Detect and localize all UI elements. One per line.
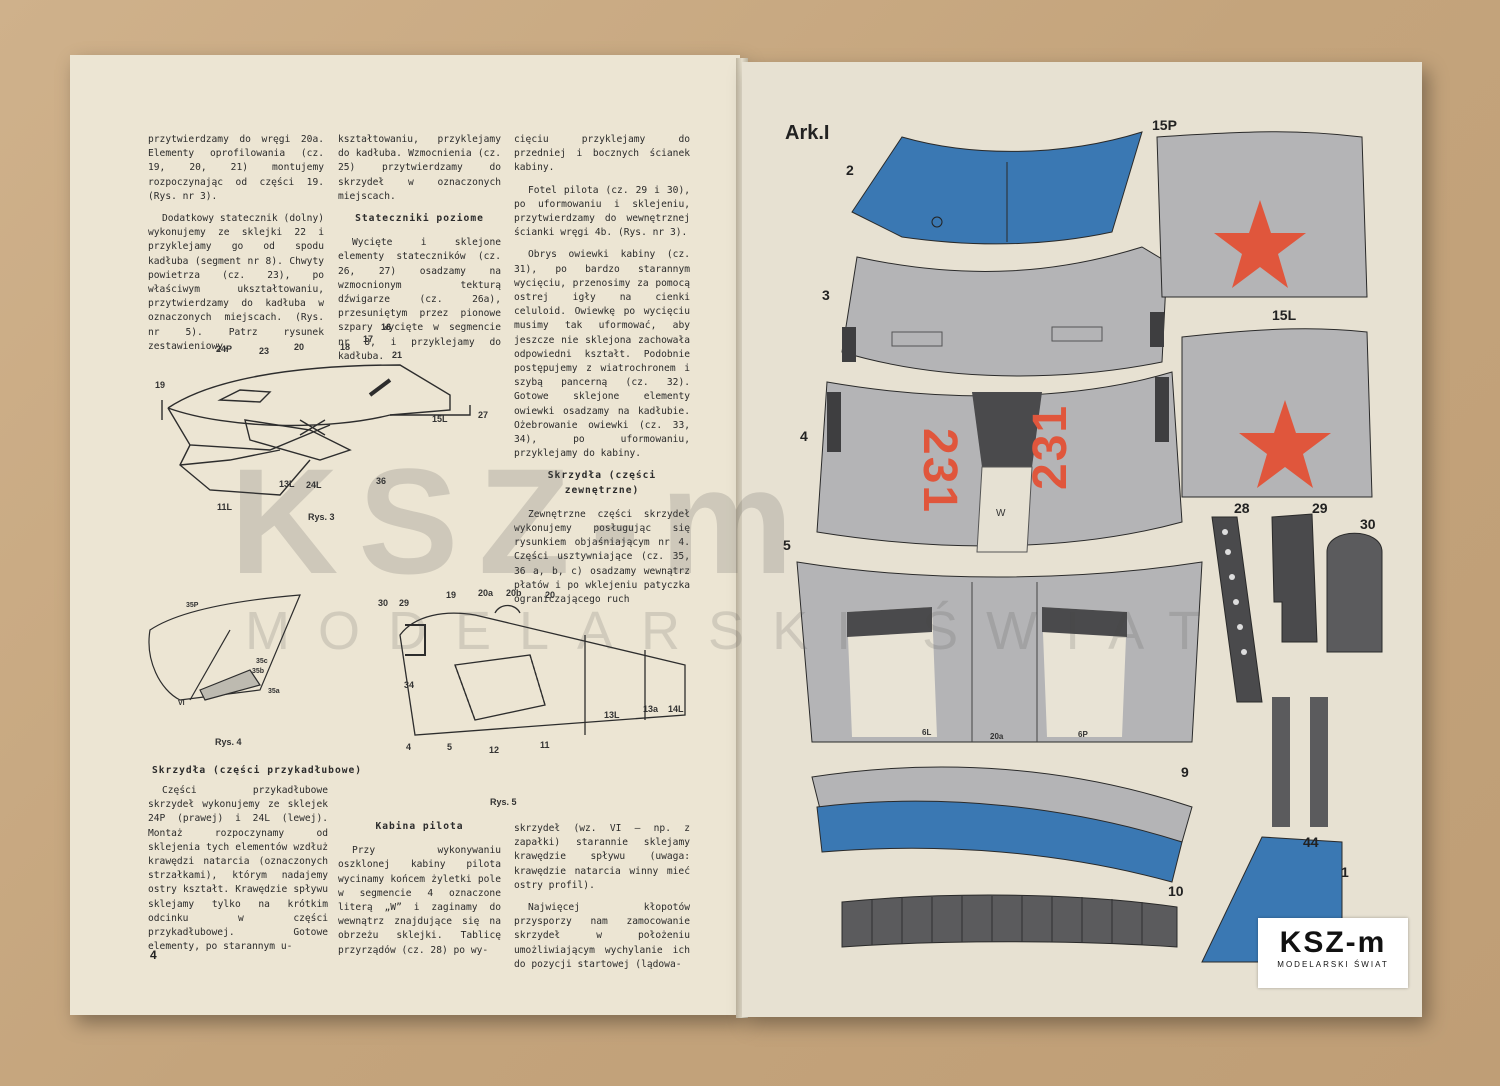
fig5-label: 12 — [489, 745, 500, 755]
part-44 — [1310, 697, 1328, 827]
fig3-label: 11L — [217, 502, 233, 512]
paragraph: Zewnętrzne części skrzydeł wykonujemy po… — [514, 508, 690, 606]
page-number: 4 — [150, 948, 157, 962]
cockpit-letter: W — [996, 508, 1006, 519]
paragraph: Wycięte i sklejone elementy stateczników… — [338, 237, 501, 362]
part-2 — [851, 131, 1143, 245]
fig3-label: 27 — [478, 410, 489, 420]
fig3-label: 19 — [155, 380, 166, 390]
part-10 — [841, 894, 1178, 948]
fig4-label: VI — [178, 700, 185, 707]
section-heading: Kabina pilota — [375, 821, 464, 832]
paragraph: Najwięcej kłopotów przysporzy nam zamoco… — [514, 902, 690, 970]
part-label: 29 — [1312, 500, 1328, 516]
figure-4-drawing — [148, 594, 301, 701]
part-label: 15P — [1152, 117, 1177, 133]
figure-3-caption: Rys. 3 — [308, 512, 335, 522]
small-mark: 6L — [922, 728, 932, 737]
left-text-column-3: cięciu przyklejamy do przedniej i boczny… — [514, 133, 690, 615]
part-label: 30 — [1360, 516, 1376, 532]
fig5-label: 20b — [506, 588, 522, 598]
fig5-label: 30 — [378, 598, 389, 608]
fig5-label: 13L — [604, 710, 620, 720]
part-label: 4 — [800, 428, 808, 444]
figure-3-drawing — [161, 364, 471, 496]
small-mark: 6P — [1078, 730, 1088, 739]
logo-subtitle: MODELARSKI ŚWIAT — [1277, 960, 1389, 969]
part-label: 1 — [1341, 864, 1349, 880]
paragraph: Części przykadłubowe skrzydeł wykonujemy… — [148, 785, 328, 953]
fig3-label: 15L — [432, 414, 448, 424]
part-29 — [1271, 513, 1318, 643]
part-30 — [1326, 532, 1383, 653]
fig3-label: 18 — [340, 342, 351, 352]
fig3-label: 24P — [216, 344, 233, 354]
part-label: 28 — [1234, 500, 1250, 516]
fig5-label: 19 — [446, 590, 457, 600]
paragraph: Przy wykonywaniu oszklonej kabiny pilota… — [338, 845, 501, 956]
section-heading-wings-inner: Skrzydła (części przykadłubowe) — [152, 765, 363, 776]
red-star-icon — [1239, 400, 1331, 488]
fig5-label: 5 — [447, 742, 453, 752]
paragraph: Dodatkowy statecznik (dolny) wykonujemy … — [148, 213, 324, 352]
fig5-label: 20a — [478, 588, 494, 598]
figure-5-caption: Rys. 5 — [490, 797, 517, 807]
fig4-label: 35P — [186, 602, 199, 609]
part-15L — [1181, 328, 1373, 498]
cutout-parts-sheet — [796, 131, 1383, 963]
sheet-label: Ark.I — [785, 122, 830, 144]
fig5-label: 34 — [404, 680, 415, 690]
tail-number: 231 — [913, 428, 966, 515]
fig3-label: 16 — [381, 322, 392, 332]
logo-text: KSZ-m — [1279, 926, 1387, 959]
paragraph: cięciu przyklejamy do przedniej i boczny… — [514, 134, 690, 174]
fig3-label: 20 — [294, 342, 305, 352]
left-bottom-column-3: skrzydeł (wz. VI — np. z zapałki) staran… — [514, 822, 690, 980]
fig3-label: 17 — [363, 334, 374, 344]
left-text-column-1: przytwierdzamy do wręgi 20a. Elementy op… — [148, 133, 324, 362]
paragraph: Obrys owiewki kabiny (cz. 31), po bardzo… — [514, 249, 690, 460]
paragraph: skrzydeł (wz. VI — np. z zapałki) staran… — [514, 823, 690, 891]
ksz-logo: KSZ-m MODELARSKI ŚWIAT — [1258, 918, 1408, 988]
fig5-label: 14L — [668, 704, 684, 714]
part-label: 15L — [1272, 307, 1297, 323]
left-bottom-column-1: Części przykadłubowe skrzydeł wykonujemy… — [148, 784, 328, 962]
left-page — [70, 55, 740, 1015]
fig3-label: 23 — [259, 346, 270, 356]
small-mark: 20a — [990, 732, 1004, 741]
tail-number: 231 — [1024, 403, 1077, 490]
red-star-icon — [1214, 200, 1306, 288]
fig5-label: 4 — [406, 742, 412, 752]
fig3-label: 21 — [392, 350, 403, 360]
fig5-label: 29 — [399, 598, 410, 608]
part-label: 9 — [1181, 764, 1189, 780]
fig5-label: 20 — [545, 590, 556, 600]
left-bottom-column-2: Kabina pilota Przy wykonywaniu oszklonej… — [338, 820, 501, 966]
fig5-label: 13a — [643, 704, 659, 714]
section-heading: Skrzydła (części zewnętrzne) — [547, 470, 657, 496]
part-28 — [1211, 516, 1263, 703]
fig4-label: 35b — [252, 668, 265, 675]
paragraph: przytwierdzamy do wręgi 20a. Elementy op… — [148, 134, 324, 202]
fig5-label: 11 — [540, 740, 550, 750]
fig4-label: 35c — [256, 658, 268, 665]
fig4-label: 35a — [268, 688, 280, 695]
paragraph: Fotel pilota (cz. 29 i 30), po uformowan… — [514, 184, 690, 239]
fig3-label: 24L — [306, 480, 322, 490]
fig3-label: 13L — [279, 479, 295, 489]
paragraph: kształtowaniu, przyklejamy do kadłuba. W… — [338, 134, 501, 202]
fig3-label: 36 — [376, 476, 387, 486]
figure-4-caption: Rys. 4 — [215, 737, 242, 747]
left-text-column-2: kształtowaniu, przyklejamy do kadłuba. W… — [338, 133, 501, 372]
part-label: 10 — [1168, 883, 1184, 899]
part-4-cockpit-dark — [972, 392, 1042, 467]
figure-5-drawing — [399, 604, 686, 736]
part-44 — [1272, 697, 1290, 827]
section-heading: Stateczniki poziome — [355, 213, 484, 225]
part-label: 2 — [846, 162, 854, 178]
part-3 — [841, 246, 1168, 377]
part-label: 3 — [822, 287, 830, 303]
part-label: 44 — [1303, 834, 1319, 850]
part-label: 5 — [783, 537, 791, 553]
